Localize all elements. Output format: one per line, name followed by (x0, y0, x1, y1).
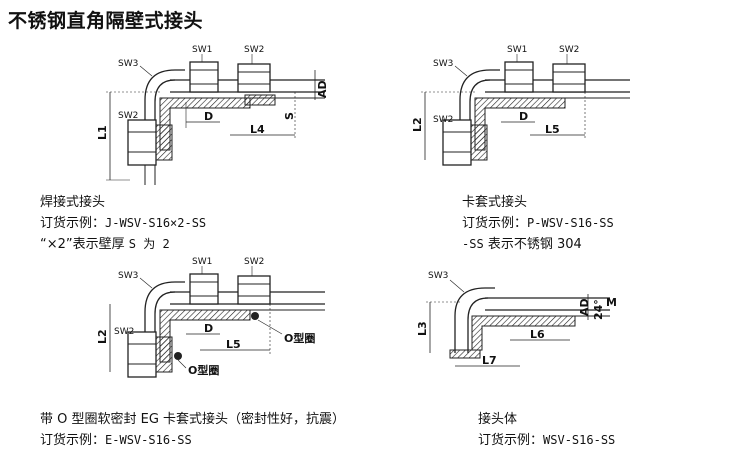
connector-body-drawing: L3 L6 L7 AD 24° M SW3 (410, 258, 630, 378)
sw3-label: SW3 (118, 271, 138, 281)
oring-order-example: 订货示例：E-WSV-S16-SS (40, 433, 192, 448)
thread-angle-label: 24° (592, 299, 605, 320)
dim-d-label: D (204, 110, 213, 123)
welding-caption-title: 焊接式接头 (40, 195, 106, 210)
ferrule-caption: 卡套式接头 订货示例：P-WSV-S16-SS -SS 表示不锈钢 304 (462, 192, 614, 255)
oring-caption-title: 带 O 型圈软密封 EG 卡套式接头（密封性好，抗震） (40, 412, 346, 427)
ferrule-order-example: 订货示例：P-WSV-S16-SS (462, 216, 614, 231)
dim-d-label: D (519, 110, 528, 123)
page-title: 不锈钢直角隔壁式接头 (8, 10, 204, 32)
welding-joint-drawing: L1 D L4 S AD SW1 SW2 SW3 SW2 (90, 40, 340, 190)
sw2-top-label: SW2 (244, 45, 264, 55)
sw3-label: SW3 (428, 271, 448, 281)
welding-note: “×2”表示壁厚 S 为 2 (40, 237, 170, 252)
sw2-top-label: SW2 (559, 45, 579, 55)
dim-l3-label: L3 (416, 321, 429, 336)
welding-order-example: 订货示例：J-WSV-S16×2-SS (40, 216, 207, 231)
dim-s-label: S (283, 112, 296, 120)
dim-l5-label: L5 (545, 123, 560, 136)
sw2-side-label: SW2 (433, 115, 453, 125)
thread-mark: M (606, 296, 617, 309)
welding-caption: 焊接式接头 订货示例：J-WSV-S16×2-SS “×2”表示壁厚 S 为 2 (40, 192, 206, 255)
sw3-label: SW3 (433, 59, 453, 69)
oring-caption: 带 O 型圈软密封 EG 卡套式接头（密封性好，抗震） 订货示例：E-WSV-S… (40, 409, 345, 451)
dim-l5-label: L5 (226, 338, 241, 351)
sw1-label: SW1 (192, 257, 212, 267)
body-caption: 接头体 订货示例：WSV-S16-SS (478, 409, 615, 451)
ferrule-joint-drawing: L2 D L5 SW1 SW2 SW3 SW2 (405, 40, 645, 190)
sw2-side-label: SW2 (118, 111, 138, 121)
dim-l6-label: L6 (530, 328, 545, 341)
sw1-label: SW1 (192, 45, 212, 55)
body-caption-title: 接头体 (478, 412, 518, 427)
oring-top-label: O型圈 (284, 331, 315, 345)
dim-ad-label: AD (578, 298, 591, 316)
sw3-label: SW3 (118, 59, 138, 69)
sw1-label: SW1 (507, 45, 527, 55)
body-order-example: 订货示例：WSV-S16-SS (478, 433, 616, 448)
dim-l7-label: L7 (482, 354, 497, 367)
dim-l2-label: L2 (96, 329, 109, 344)
dim-l1-label: L1 (96, 125, 109, 140)
sw2-side-label: SW2 (114, 327, 134, 337)
ferrule-note: -SS 表示不锈钢 304 (462, 237, 582, 252)
sw2-top-label: SW2 (244, 257, 264, 267)
ferrule-caption-title: 卡套式接头 (462, 195, 528, 210)
dim-ad-label: AD (316, 80, 329, 98)
dim-l2-label: L2 (411, 117, 424, 132)
dim-d-label: D (204, 322, 213, 335)
oring-bottom-label: O型圈 (188, 363, 219, 377)
dim-l4-label: L4 (250, 123, 265, 136)
oring-joint-drawing: L2 D L5 O型圈 O型圈 SW1 SW2 SW3 SW2 (90, 252, 340, 402)
